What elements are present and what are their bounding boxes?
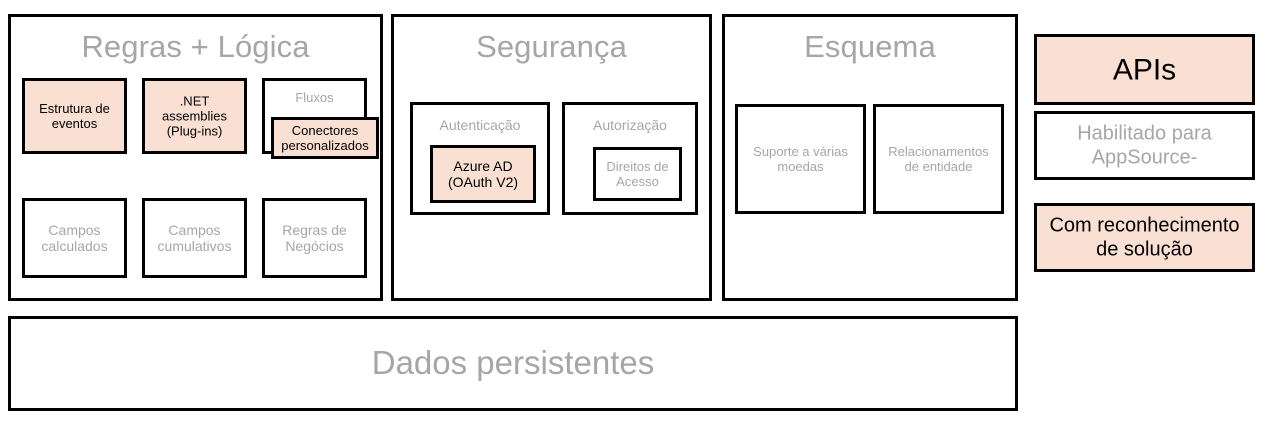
cell-suporte-a-varias-moedas[interactable]: Suporte a várias moedas bbox=[735, 104, 866, 214]
cell-autorizacao[interactable]: Autorização Direitos de Acesso bbox=[562, 102, 698, 215]
panel-esquema[interactable]: Esquema Suporte a várias moedas Relacion… bbox=[722, 14, 1018, 301]
panel-title-dados-persistentes: Dados persistentes bbox=[371, 344, 655, 381]
side-label-habilitado-para-appsource: Habilitado para AppSource- bbox=[1077, 122, 1212, 169]
cell-label-suporte-a-varias-moedas: Suporte a várias moedas bbox=[753, 143, 848, 174]
cell-campos-cumulativos[interactable]: Campos cumulativos bbox=[142, 198, 247, 278]
panel-regras-logica[interactable]: Regras + Lógica Estrutura de eventos .NE… bbox=[8, 14, 383, 301]
cell-campos-calculados[interactable]: Campos calculados bbox=[22, 198, 127, 278]
cell-label-conectores-personalizados: Conectores personalizados bbox=[281, 122, 369, 153]
side-label-apis: APIs bbox=[1112, 52, 1177, 86]
cell-net-assemblies[interactable]: .NET assemblies (Plug-ins) bbox=[142, 78, 247, 154]
side-item-com-reconhecimento-de-solucao[interactable]: Com reconhecimento de solução bbox=[1034, 203, 1255, 272]
panel-dados-persistentes[interactable]: Dados persistentes bbox=[8, 316, 1018, 411]
cell-direitos-de-acesso[interactable]: Direitos de Acesso bbox=[593, 147, 682, 201]
cell-label-campos-cumulativos: Campos cumulativos bbox=[157, 221, 232, 254]
cell-label-relacionamentos-de-entidade: Relacionamentos de entidade bbox=[888, 143, 989, 174]
side-item-apis[interactable]: APIs bbox=[1034, 34, 1255, 105]
cell-relacionamentos-de-entidade[interactable]: Relacionamentos de entidade bbox=[873, 104, 1004, 214]
cell-label-estrutura-de-eventos: Estrutura de eventos bbox=[39, 100, 110, 131]
cell-label-fluxos: Fluxos bbox=[295, 90, 334, 105]
cell-label-campos-calculados: Campos calculados bbox=[41, 221, 108, 254]
cell-label-regras-de-negocios: Regras de Negócios bbox=[282, 221, 347, 254]
panel-title-regras-logica: Regras + Lógica bbox=[81, 29, 310, 64]
cell-conectores-personalizados[interactable]: Conectores personalizados bbox=[271, 117, 379, 159]
side-label-com-reconhecimento-de-solucao: Com reconhecimento de solução bbox=[1049, 214, 1240, 261]
cell-label-autenticacao: Autenticação bbox=[439, 117, 521, 133]
cell-label-net-assemblies: .NET assemblies (Plug-ins) bbox=[161, 93, 228, 139]
cell-autenticacao[interactable]: Autenticação Azure AD (OAuth V2) bbox=[410, 102, 550, 215]
panel-seguranca[interactable]: Segurança Autenticação Azure AD (OAuth V… bbox=[391, 14, 712, 301]
panel-title-esquema: Esquema bbox=[804, 29, 936, 64]
cell-estrutura-de-eventos[interactable]: Estrutura de eventos bbox=[22, 78, 127, 154]
cell-regras-de-negocios[interactable]: Regras de Negócios bbox=[262, 198, 367, 278]
cell-label-autorizacao: Autorização bbox=[593, 117, 667, 133]
cell-label-direitos-de-acesso: Direitos de Acesso bbox=[606, 158, 669, 189]
side-item-habilitado-para-appsource[interactable]: Habilitado para AppSource- bbox=[1034, 111, 1255, 180]
cell-azure-ad[interactable]: Azure AD (OAuth V2) bbox=[430, 145, 536, 203]
panel-title-seguranca: Segurança bbox=[476, 29, 627, 64]
cell-label-azure-ad: Azure AD (OAuth V2) bbox=[447, 157, 519, 190]
